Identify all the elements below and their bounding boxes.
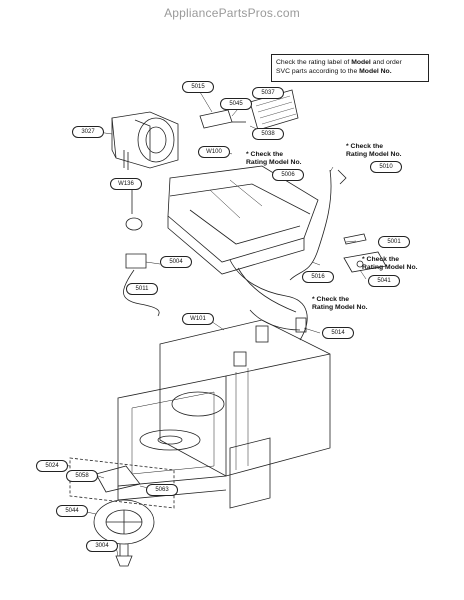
rating-note-5010: * Check the Rating Model No. — [346, 143, 402, 158]
upper-housing-drawing — [167, 165, 319, 275]
callout-5038: 5038 — [252, 128, 284, 140]
vent-grille-drawing — [199, 89, 299, 131]
callout-5037: 5037 — [252, 87, 284, 99]
callout-5024: 5024 — [36, 460, 68, 472]
callout-5045: 5045 — [220, 98, 252, 110]
callout-5058: 5058 — [66, 470, 98, 482]
rating-note-5006: * Check the Rating Model No. — [246, 151, 302, 166]
callout-W101: W101 — [182, 313, 214, 325]
callout-5014: 5014 — [322, 327, 354, 339]
thermostat-wire-drawing — [123, 190, 160, 317]
wire-harness-drawing — [229, 169, 347, 343]
stirrer-assembly-drawing — [69, 457, 175, 567]
callout-5004: 5004 — [160, 256, 192, 268]
note-bold-model: Model — [351, 59, 371, 66]
callout-3027: 3027 — [72, 126, 104, 138]
rating-note-5014: * Check the Rating Model No. — [312, 296, 368, 311]
callout-5041: 5041 — [368, 275, 400, 287]
callout-5063: 5063 — [146, 484, 178, 496]
callout-5015: 5015 — [182, 81, 214, 93]
callout-5010: 5010 — [370, 161, 402, 173]
note-text-3: SVC parts according to the — [276, 68, 360, 75]
rating-note-5041: * Check the Rating Model No. — [362, 256, 418, 271]
callout-5016: 5016 — [302, 271, 334, 283]
callout-W100: W100 — [198, 146, 230, 158]
sensor-and-board-drawing — [343, 233, 387, 273]
note-bold-model-no: Model No. — [359, 68, 392, 75]
fan-motor-drawing — [111, 111, 179, 170]
callout-3004: 3004 — [86, 540, 118, 552]
callout-5001: 5001 — [378, 236, 410, 248]
note-text-1: Check the rating label of — [276, 59, 352, 66]
note-text-2: and order — [370, 59, 402, 66]
model-note-box: Check the rating label of Model and orde… — [271, 54, 429, 82]
callout-5044: 5044 — [56, 505, 88, 517]
watermark: AppliancePartsPros.com — [164, 6, 300, 20]
callout-5006: 5006 — [272, 169, 304, 181]
oven-cavity-drawing — [117, 319, 331, 509]
callout-W136: W136 — [110, 178, 142, 190]
callout-5011: 5011 — [126, 283, 158, 295]
